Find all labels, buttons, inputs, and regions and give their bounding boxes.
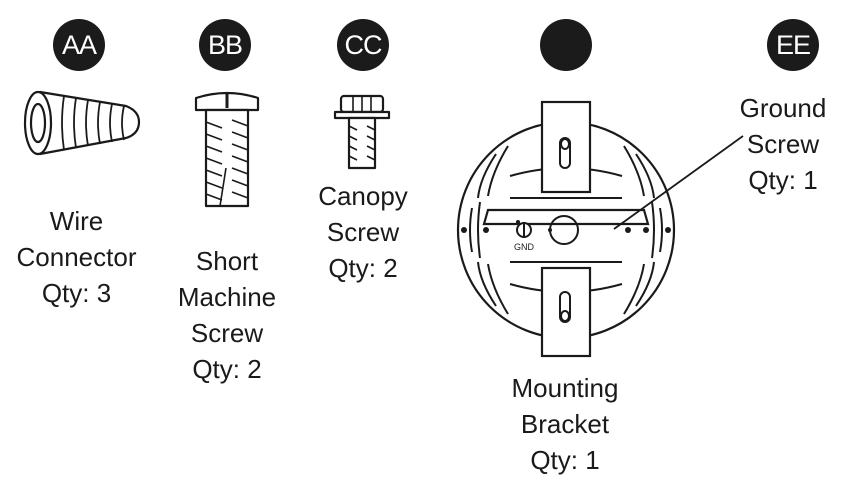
part-dd-badge bbox=[540, 19, 592, 71]
part-cc-qty: Qty: 2 bbox=[328, 253, 398, 283]
part-dd-qty: Qty: 1 bbox=[530, 445, 600, 475]
part-bb-name-line-2: Machine bbox=[177, 282, 277, 312]
part-bb-name-line-3: Screw bbox=[190, 318, 264, 348]
part-dd-name-line-1: Mounting bbox=[511, 373, 619, 403]
part-bb-label: Short Machine Screw Qty: 2 bbox=[160, 243, 294, 387]
part-aa-name-line-1: Wire bbox=[49, 206, 104, 236]
gnd-marking: GND bbox=[514, 242, 535, 252]
canopy-screw-icon bbox=[333, 94, 391, 170]
wire-connector-icon bbox=[23, 90, 141, 156]
part-ee-label: Ground Screw Qty: 1 bbox=[720, 90, 846, 198]
part-aa-name-line-2: Connector bbox=[16, 242, 137, 272]
part-aa-badge: AA bbox=[53, 19, 105, 71]
part-dd-name-line-2: Bracket bbox=[520, 409, 610, 439]
part-dd-label: Mounting Bracket Qty: 1 bbox=[490, 370, 640, 478]
part-cc-badge: CC bbox=[337, 19, 389, 71]
part-aa-label: Wire Connector Qty: 3 bbox=[0, 203, 153, 311]
part-bb-badge: BB bbox=[199, 19, 251, 71]
part-ee-name-line-1: Ground bbox=[739, 93, 827, 123]
mounting-bracket-icon: GND bbox=[456, 100, 676, 358]
part-ee-badge: EE bbox=[767, 19, 819, 71]
short-machine-screw-icon bbox=[194, 91, 260, 208]
part-ee-qty: Qty: 1 bbox=[748, 165, 818, 195]
part-cc-label: Canopy Screw Qty: 2 bbox=[298, 178, 428, 286]
part-aa-qty: Qty: 3 bbox=[41, 278, 112, 308]
part-cc-name-line-2: Screw bbox=[326, 217, 400, 247]
part-bb-name-line-1: Short bbox=[195, 246, 259, 276]
part-ee-name-line-2: Screw bbox=[746, 129, 820, 159]
part-cc-name-line-1: Canopy bbox=[318, 181, 408, 211]
part-bb-qty: Qty: 2 bbox=[192, 354, 262, 384]
